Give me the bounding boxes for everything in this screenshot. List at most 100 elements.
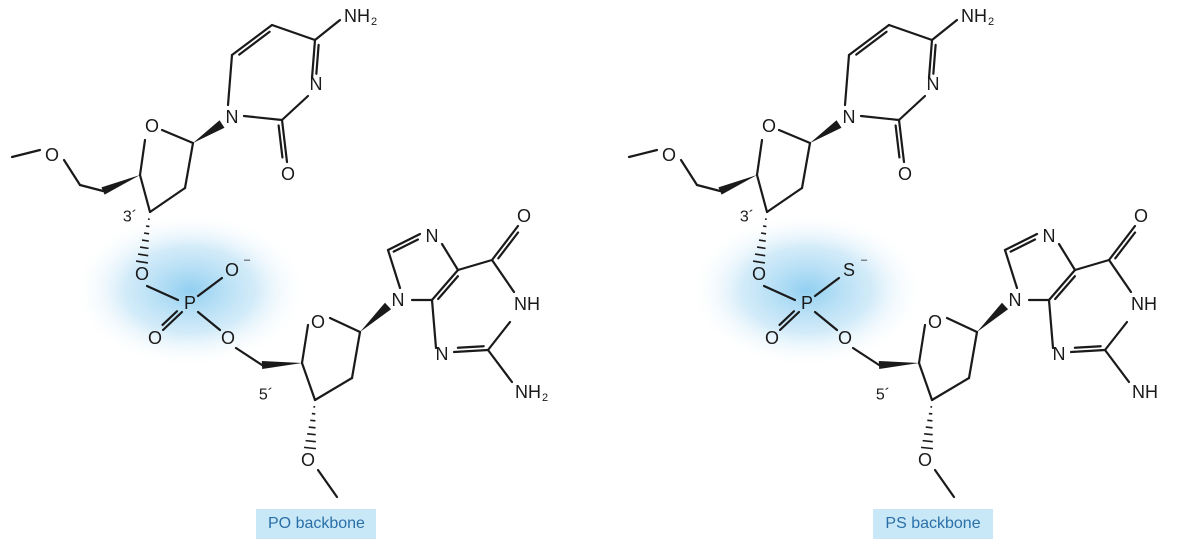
ring-bond: [1003, 248, 1019, 290]
hash-stroke: [927, 419, 933, 422]
methyl-bond: [627, 148, 659, 159]
ch2-bond: [679, 158, 699, 187]
c3-hash: [135, 218, 150, 264]
po-backbone-label: PO backbone: [256, 509, 376, 539]
ch2-bond: [695, 183, 722, 193]
ring-bond: [226, 53, 234, 107]
guanine-n7-label: N: [1043, 226, 1056, 246]
ring-double-bond: [1069, 348, 1107, 354]
po-bond: [762, 284, 797, 302]
ring-bond: [148, 186, 187, 214]
c1-prime-wedge: [360, 302, 392, 332]
ring-double-bond: [392, 238, 420, 253]
p-linker-charge: –: [861, 254, 868, 266]
ring-bond: [350, 330, 362, 380]
bottom-o-label: O: [918, 450, 932, 470]
ring-bond: [1057, 242, 1077, 272]
ring-bond: [313, 376, 354, 402]
guanine-n7-label: N: [426, 226, 439, 246]
p-bridge-o-label: O: [838, 328, 852, 348]
ring-bond: [945, 316, 979, 334]
bottom-amine-subscript: 2: [542, 392, 548, 404]
ring-bond: [456, 258, 494, 272]
ring-bond: [1107, 258, 1133, 294]
po-bond: [196, 310, 222, 332]
carbonyl-bond: [894, 124, 901, 159]
p-double-o-bond: [161, 310, 184, 332]
p-linker-atom-label: O: [225, 260, 239, 280]
ring-bond: [843, 53, 851, 107]
amine-bond: [486, 348, 514, 384]
ring-double-bond: [927, 38, 934, 80]
cytosine-carbonyl-o-label: O: [898, 164, 912, 184]
hash-stroke: [754, 253, 766, 257]
ring-double-bond: [437, 275, 460, 301]
hash-stroke: [924, 433, 933, 436]
ring-bond: [328, 316, 362, 334]
cytosine-n3-label: N: [310, 74, 323, 94]
hash-stroke: [760, 232, 767, 235]
ring-bond: [967, 330, 979, 380]
guanine-carbonyl-o-label: O: [1134, 206, 1148, 226]
three-prime-label: 3´: [123, 209, 137, 226]
top-nh2-label: NH: [344, 6, 370, 26]
c4-wedge: [718, 175, 757, 195]
ring-bond: [930, 376, 971, 402]
sugar1-ring-o-label: O: [145, 116, 159, 136]
c3-prime-hash: [920, 405, 934, 450]
po-bond: [145, 284, 180, 302]
c3-hash: [752, 218, 767, 264]
ring-bond: [300, 361, 317, 402]
carbonyl-bond: [490, 224, 520, 262]
ring-bond: [138, 138, 147, 177]
carbonyl-bond: [277, 124, 284, 159]
ring-double-bond: [430, 268, 460, 302]
ring-double-bond: [1073, 345, 1102, 349]
ring-double-bond: [238, 30, 271, 56]
carbonyl-bond: [1114, 231, 1137, 260]
sugar2-ring-o-label: O: [928, 312, 942, 332]
ring-bond: [917, 361, 934, 402]
ring-bond: [160, 128, 195, 145]
methyl-bond: [933, 468, 956, 499]
guanine-nh-label: NH: [1131, 294, 1157, 314]
three-prime-label: 3´: [740, 209, 754, 226]
c1-wedge: [193, 120, 225, 143]
ring-bond: [755, 173, 769, 214]
carbonyl-bond: [897, 118, 906, 164]
ch2-bond: [78, 183, 105, 193]
phosphorus-label: P: [801, 293, 813, 313]
bottom-amine-label: NH: [515, 382, 541, 402]
ring-bond: [242, 114, 284, 122]
p-double-o-label: O: [148, 328, 162, 348]
ch2-bond: [62, 158, 82, 187]
p-linker-bond: [196, 276, 224, 298]
ring-bond: [917, 323, 927, 365]
ring-bond: [859, 114, 901, 122]
cytosine-n3-label: N: [927, 74, 940, 94]
p-double-o-bond: [778, 310, 801, 332]
o-ch2-bond: [234, 346, 264, 367]
c4-wedge: [101, 175, 140, 195]
p-linker-charge: –: [244, 254, 251, 266]
ring-double-bond: [932, 43, 937, 75]
ring-double-bond: [452, 348, 490, 354]
guanine-carbonyl-o-label: O: [517, 206, 531, 226]
sugar2-ring-o-label: O: [311, 312, 325, 332]
po-bond: [813, 310, 839, 332]
methyl-o-top-label: O: [45, 145, 59, 165]
p-double-o-bond: [161, 310, 179, 327]
hash-stroke: [141, 239, 149, 242]
ring-bond: [1047, 298, 1055, 350]
hash-stroke: [756, 246, 766, 250]
hash-stroke: [303, 446, 317, 450]
ring-bond: [1103, 320, 1129, 352]
bottom-o-label: O: [301, 450, 315, 470]
ring-double-bond: [386, 232, 422, 252]
carbonyl-bond: [1107, 224, 1137, 262]
carbonyl-bond: [280, 118, 289, 164]
bottom-amine-label: NH: [1132, 382, 1158, 402]
phosphate-highlight: [689, 212, 925, 368]
